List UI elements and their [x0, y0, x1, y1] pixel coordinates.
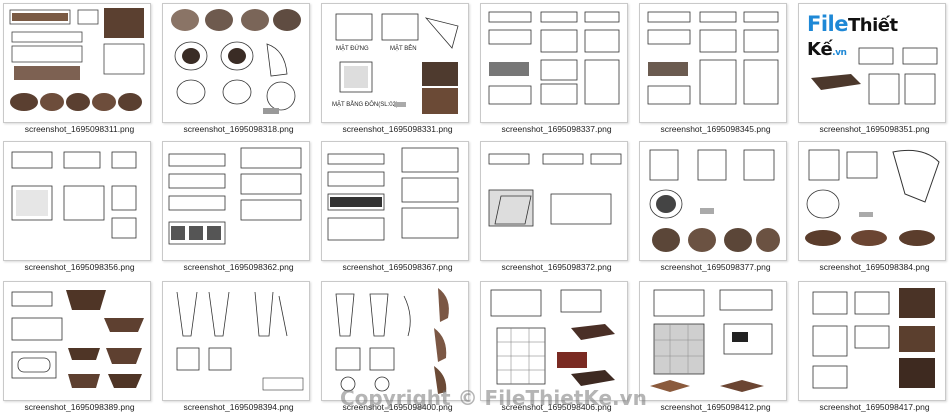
file-name: screenshot_1695098372.png — [501, 262, 612, 272]
file-name: screenshot_1695098412.png — [660, 402, 771, 412]
file-item[interactable]: screenshot_1695098372.png — [477, 138, 636, 274]
file-item[interactable]: MẶT ĐỨNG MẶT BÊN MẶT BẰNG ĐÔN(SL:02) scr… — [318, 0, 477, 136]
file-thumbnail[interactable] — [321, 141, 469, 261]
file-name: screenshot_1695098356.png — [24, 262, 135, 272]
file-thumbnail[interactable] — [162, 281, 310, 401]
file-thumbnail[interactable] — [162, 3, 310, 123]
drawing-label: MẶT ĐỨNG — [336, 45, 369, 52]
file-thumbnail[interactable] — [321, 281, 469, 401]
drawing-label: MẶT BẰNG ĐÔN(SL:02) — [332, 100, 398, 108]
file-thumbnail[interactable] — [480, 3, 628, 123]
file-name: screenshot_1695098384.png — [819, 262, 930, 272]
file-name: screenshot_1695098400.png — [342, 402, 453, 412]
file-name: screenshot_1695098417.png — [819, 402, 930, 412]
file-name: screenshot_1695098318.png — [183, 124, 294, 134]
file-name: screenshot_1695098367.png — [342, 262, 453, 272]
file-thumbnail[interactable] — [3, 281, 151, 401]
file-item[interactable]: screenshot_1695098406.png — [477, 278, 636, 414]
file-item[interactable]: screenshot_1695098337.png — [477, 0, 636, 136]
file-thumbnail[interactable] — [639, 141, 787, 261]
file-thumbnail[interactable] — [639, 281, 787, 401]
drawing-label: MẶT BÊN — [390, 44, 417, 52]
file-item[interactable]: screenshot_1695098356.png — [0, 138, 159, 274]
file-item[interactable]: screenshot_1695098417.png — [795, 278, 950, 414]
file-thumbnail[interactable] — [3, 3, 151, 123]
file-thumbnail[interactable] — [480, 281, 628, 401]
file-thumbnail[interactable]: FileThiết Kế.vn — [798, 3, 946, 123]
file-name: screenshot_1695098377.png — [660, 262, 771, 272]
file-name: screenshot_1695098311.png — [24, 124, 135, 134]
file-item[interactable]: screenshot_1695098377.png — [636, 138, 795, 274]
file-thumbnail[interactable] — [480, 141, 628, 261]
file-name: screenshot_1695098331.png — [342, 124, 453, 134]
file-thumbnail[interactable] — [3, 141, 151, 261]
file-item[interactable]: screenshot_1695098345.png — [636, 0, 795, 136]
file-thumbnail[interactable] — [798, 281, 946, 401]
file-name: screenshot_1695098362.png — [183, 262, 294, 272]
copyright-watermark: Copyright © FileThietKe.vn — [340, 386, 647, 410]
file-item[interactable]: screenshot_1695098394.png — [159, 278, 318, 414]
file-item[interactable]: screenshot_1695098318.png — [159, 0, 318, 136]
file-thumbnail[interactable] — [639, 3, 787, 123]
file-name: screenshot_1695098351.png — [819, 124, 930, 134]
file-item[interactable]: screenshot_1695098367.png — [318, 138, 477, 274]
file-item[interactable]: FileThiết Kế.vn screenshot_1695098351.pn… — [795, 0, 950, 136]
file-item[interactable]: screenshot_1695098389.png — [0, 278, 159, 414]
file-name: screenshot_1695098345.png — [660, 124, 771, 134]
file-thumbnail[interactable]: MẶT ĐỨNG MẶT BÊN MẶT BẰNG ĐÔN(SL:02) — [321, 3, 469, 123]
file-thumbnail[interactable] — [162, 141, 310, 261]
file-item[interactable]: screenshot_1695098362.png — [159, 138, 318, 274]
file-item[interactable]: screenshot_1695098412.png — [636, 278, 795, 414]
file-name: screenshot_1695098394.png — [183, 402, 294, 412]
file-item[interactable]: screenshot_1695098400.png — [318, 278, 477, 414]
site-logo: FileThiết Kế.vn — [807, 12, 898, 60]
file-item[interactable]: screenshot_1695098311.png — [0, 0, 159, 136]
file-name: screenshot_1695098389.png — [24, 402, 135, 412]
file-name: screenshot_1695098337.png — [501, 124, 612, 134]
file-item[interactable]: screenshot_1695098384.png — [795, 138, 950, 274]
file-thumbnail[interactable] — [798, 141, 946, 261]
file-name: screenshot_1695098406.png — [501, 402, 612, 412]
